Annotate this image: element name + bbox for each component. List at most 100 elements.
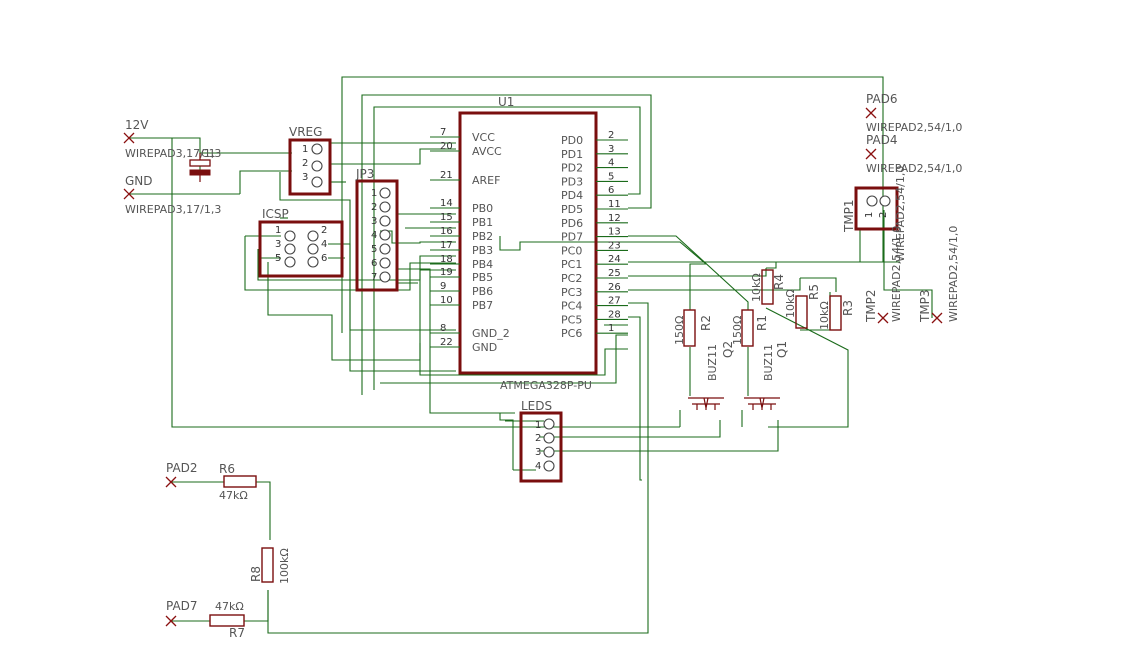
pad-tmp3-name: TMP3 xyxy=(918,289,932,323)
icsp-pin-1: 1 xyxy=(275,225,281,236)
u1-pin-number: 10 xyxy=(440,295,453,306)
tmp1-pin-2: 2 xyxy=(878,212,889,218)
resistor-r7: 47kΩ R7 xyxy=(209,600,245,640)
leds-connector: LEDS 1 2 3 4 xyxy=(519,399,563,483)
u1-pin-name: PB4 xyxy=(472,258,493,271)
q2-value: BUZ11 xyxy=(706,344,719,381)
r1-name: R1 xyxy=(755,315,769,331)
tmp1-name: TMP1 xyxy=(842,199,856,233)
resistor-r6: R6 47kΩ xyxy=(219,462,257,502)
pad-pad4-value: WIREPAD2,54/1,0 xyxy=(866,162,962,175)
u1-pin-name: AVCC xyxy=(472,145,502,158)
pad-pad6-value: WIREPAD2,54/1,0 xyxy=(866,121,962,134)
wires xyxy=(130,76,933,634)
resistor-r8: R8 100kΩ xyxy=(249,547,291,584)
u1-right-pins: 2PD03PD14PD25PD36PD411PD512PD613PD723PC0… xyxy=(561,130,628,340)
c1-name: C1 xyxy=(201,147,216,160)
u1-pin-number: 20 xyxy=(440,141,453,152)
pad-pad7-name: PAD7 xyxy=(166,599,198,613)
u1-pin-name: PC0 xyxy=(561,244,582,257)
r3-name: R3 xyxy=(841,300,855,316)
pad-tmp3-value: WIREPAD2,54/1,0 xyxy=(947,226,960,322)
u1-pin-number: 15 xyxy=(440,212,453,223)
resistor-r5: 10kΩ R5 xyxy=(784,284,821,329)
r4-value: 10kΩ xyxy=(750,273,763,302)
resistor-r3: 10kΩ R3 xyxy=(818,295,855,331)
vreg-pin-1: 1 xyxy=(302,144,308,155)
vreg-hole xyxy=(311,176,323,188)
pad-tmp2: TMP2 WIREPAD2,54/1,0 xyxy=(864,226,903,324)
u1-pin-name: PB7 xyxy=(472,299,493,312)
jp3-hole xyxy=(379,243,391,255)
u1-pin-number: 19 xyxy=(440,267,453,278)
pad-gnd-name: GND xyxy=(125,174,153,188)
icsp-hole xyxy=(284,243,296,255)
jp3-pin-number: 7 xyxy=(371,272,377,283)
u1-pin-name: PD6 xyxy=(561,217,583,230)
u1-pin-number: 22 xyxy=(440,337,453,348)
jp3-pin-number: 1 xyxy=(371,188,377,199)
u1-pin-name: PC4 xyxy=(561,300,582,313)
icsp-pin-3: 3 xyxy=(275,239,281,250)
u1-pin-name: PD2 xyxy=(561,162,583,175)
r7-value: 47kΩ xyxy=(215,600,244,613)
icsp-hole xyxy=(307,243,319,255)
jp3-hole xyxy=(379,187,391,199)
r6-name: R6 xyxy=(219,462,235,476)
resistor-r1: 150Ω R1 xyxy=(731,309,769,347)
vreg-hole xyxy=(311,143,323,155)
capacitor-c1: C1 xyxy=(189,147,216,182)
u1-pin-number: 16 xyxy=(440,226,453,237)
jp3-pin-number: 6 xyxy=(371,258,377,269)
resistor-r4: 10kΩ R4 xyxy=(750,269,786,305)
u1-pin-name: PD1 xyxy=(561,148,583,161)
u1-pin-number: 5 xyxy=(608,171,614,182)
u1-pin-number: 1 xyxy=(608,323,614,334)
jp3-pin-number: 5 xyxy=(371,244,377,255)
u1-pin-number: 23 xyxy=(608,240,621,251)
icsp-hole xyxy=(307,230,319,242)
leds-pin-2: 2 xyxy=(535,433,541,444)
u1-pin-name: PB5 xyxy=(472,271,493,284)
pad-12v-name: 12V xyxy=(125,118,149,132)
pad-tmp2-value: WIREPAD2,54/1,0 xyxy=(890,226,903,322)
tmp1-connector: 1 2 TMP1 WIREPAD2,54/1,0 xyxy=(842,166,907,262)
u1-pin-number: 11 xyxy=(608,199,621,210)
pad-tmp3: TMP3 WIREPAD2,54/1,0 xyxy=(918,226,960,324)
r6-value: 47kΩ xyxy=(219,489,248,502)
pad-gnd: GND WIREPAD3,17/1,3 xyxy=(123,174,221,216)
u1-pin-number: 2 xyxy=(608,130,614,141)
u1-pin-name: PD7 xyxy=(561,231,583,244)
r1-value: 150Ω xyxy=(731,316,744,345)
icsp-pin-6: 6 xyxy=(321,253,327,264)
u1-pin-name: PD0 xyxy=(561,134,583,147)
jp3-pin-number: 4 xyxy=(371,230,377,241)
u1-pin-number: 8 xyxy=(440,323,446,334)
tmp1-hole xyxy=(879,195,891,207)
r2-value: 150Ω xyxy=(673,316,686,345)
u1-pin-number: 26 xyxy=(608,282,621,293)
jp3-pin-number: 3 xyxy=(371,216,377,227)
icsp-name: ICSP xyxy=(262,207,289,221)
r5-name: R5 xyxy=(807,284,821,300)
tmp1-value: WIREPAD2,54/1,0 xyxy=(894,166,907,262)
leds-pin-1: 1 xyxy=(535,420,541,431)
r2-name: R2 xyxy=(699,315,713,331)
u1-pin-name: PB3 xyxy=(472,244,493,257)
vreg-connector: VREG 1 2 3 xyxy=(288,125,332,196)
icsp-hole xyxy=(284,230,296,242)
tmp1-pin-1: 1 xyxy=(864,212,875,218)
u1-pin-name: PD5 xyxy=(561,203,583,216)
u1-pin-name: AREF xyxy=(472,174,500,187)
u1-name: U1 xyxy=(498,95,514,109)
vreg-hole xyxy=(311,160,323,172)
u1-pin-number: 27 xyxy=(608,296,621,307)
u1-pin-name: PC2 xyxy=(561,272,582,285)
pad-pad6: PAD6 WIREPAD2,54/1,0 xyxy=(865,92,962,134)
u1-pin-number: 3 xyxy=(608,144,614,155)
jp3-hole xyxy=(379,229,391,241)
